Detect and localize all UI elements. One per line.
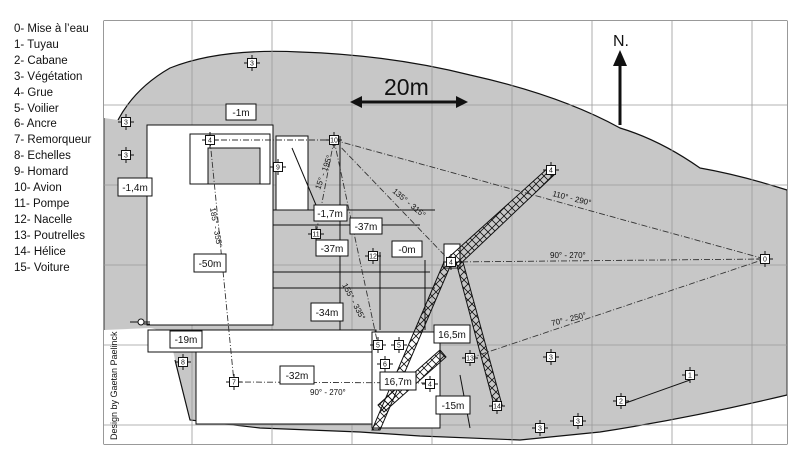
legend-item-13: 13- Poutrelles (14, 229, 85, 242)
site-marker-number: 3 (124, 120, 128, 127)
site-marker-number: 2 (619, 399, 623, 406)
legend-item-8: 8- Echelles (14, 150, 71, 163)
site-marker-number: 11 (312, 232, 319, 239)
site-marker-number: 3 (124, 153, 128, 160)
legend-item-15: 15- Voiture (14, 261, 70, 274)
scale-label: 20m (384, 74, 429, 100)
legend: 0- Mise à l’eau 1- Tuyau 2- Cabane 3- Vé… (14, 22, 91, 277)
depth-label: -19m (175, 335, 198, 346)
site-marker-number: 4 (428, 382, 432, 389)
site-marker-number: 0 (763, 257, 767, 264)
site-marker: 12 (364, 247, 382, 265)
depth-label: -37m (321, 244, 344, 255)
site-marker-number: 13 (466, 356, 474, 363)
scale-bar (350, 96, 468, 108)
site-marker: 3 (243, 54, 261, 72)
legend-item-1: 1- Tuyau (14, 38, 59, 51)
bearing-label: 90° - 270° (310, 388, 346, 397)
depth-label: -37m (355, 222, 378, 233)
site-marker: 3 (531, 419, 549, 437)
site-marker: 2 (612, 392, 630, 410)
site-marker: 11 (307, 225, 325, 243)
legend-item-10: 10- Avion (14, 182, 62, 195)
site-marker-number: 6 (383, 362, 387, 369)
site-marker: 4 (421, 375, 439, 393)
site-marker-number: 12 (369, 254, 377, 261)
site-marker-number: 3 (250, 61, 254, 68)
site-marker: 4 (442, 253, 460, 271)
site-marker-number: 10 (330, 138, 338, 145)
site-marker: 3 (117, 113, 135, 131)
depth-label: -34m (316, 308, 339, 319)
site-marker: 5 (390, 336, 408, 354)
site-marker-number: 4 (449, 260, 453, 267)
legend-item-0: 0- Mise à l’eau (14, 23, 89, 35)
land-area-bottom (104, 328, 787, 444)
depth-label: 16,5m (438, 330, 466, 341)
site-marker: 4 (201, 131, 219, 149)
site-marker: 3 (569, 412, 587, 430)
interior-lines (130, 136, 691, 429)
site-marker: 6 (376, 355, 394, 373)
site-marker-number: 9 (276, 165, 280, 172)
bearing-label: 90° - 270° (550, 251, 586, 260)
site-marker: 13 (461, 349, 479, 367)
site-marker: 8 (174, 353, 192, 371)
site-marker-number: 7 (232, 380, 236, 387)
site-marker-number: 8 (181, 360, 185, 367)
depth-label: -1,7m (317, 209, 343, 220)
legend-item-12: 12- Nacelle (14, 213, 73, 226)
site-marker: 4 (542, 161, 560, 179)
site-marker-number: 5 (397, 343, 401, 350)
quay-structures (146, 124, 441, 429)
legend-item-14: 14- Hélice (14, 245, 66, 258)
legend-item-11: 11- Pompe (14, 197, 70, 210)
depth-label: 16,7m (384, 377, 412, 388)
depth-label: -15m (442, 401, 465, 412)
legend-item-2: 2- Cabane (14, 54, 68, 67)
legend-item-7: 7- Remorqueur (14, 134, 92, 147)
depth-label: -32m (286, 371, 309, 382)
legend-item-6: 6- Ancre (14, 118, 57, 131)
depth-labels: -1m -1,4m -1,7m -37m -37m -0m -50m -34m … (117, 103, 471, 415)
site-marker-number: 3 (549, 355, 553, 362)
site-marker: 7 (225, 373, 243, 391)
site-marker-number: 5 (376, 343, 380, 350)
site-marker: 10 (325, 131, 343, 149)
legend-item-4: 4- Grue (14, 86, 53, 99)
site-marker-number: 3 (538, 426, 542, 433)
depth-label: -1,4m (122, 183, 148, 194)
depth-label: -0m (398, 245, 415, 256)
site-marker: 5 (369, 336, 387, 354)
legend-item-5: 5- Voilier (14, 102, 59, 115)
site-marker-number: 3 (576, 419, 580, 426)
site-marker-number: 4 (208, 138, 212, 145)
site-marker: 3 (542, 348, 560, 366)
site-marker: 3 (117, 146, 135, 164)
design-credit: Design by Gaetan Paelinck (109, 331, 119, 440)
site-marker-number: 14 (493, 404, 501, 411)
north-arrow (613, 50, 627, 125)
site-marker: 0 (756, 250, 774, 268)
legend-item-3: 3- Végétation (14, 70, 83, 83)
legend-item-9: 9- Homard (14, 166, 69, 179)
depth-label: -50m (199, 259, 222, 270)
depth-label: -1m (232, 108, 249, 119)
shoreline (117, 50, 788, 191)
north-label: N. (613, 33, 629, 50)
site-marker-number: 1 (688, 373, 692, 380)
bottom-contour (174, 359, 788, 441)
site-marker: 9 (269, 158, 287, 176)
site-marker-number: 4 (549, 168, 553, 175)
site-marker: 1 (681, 366, 699, 384)
site-marker: 14 (488, 397, 506, 415)
